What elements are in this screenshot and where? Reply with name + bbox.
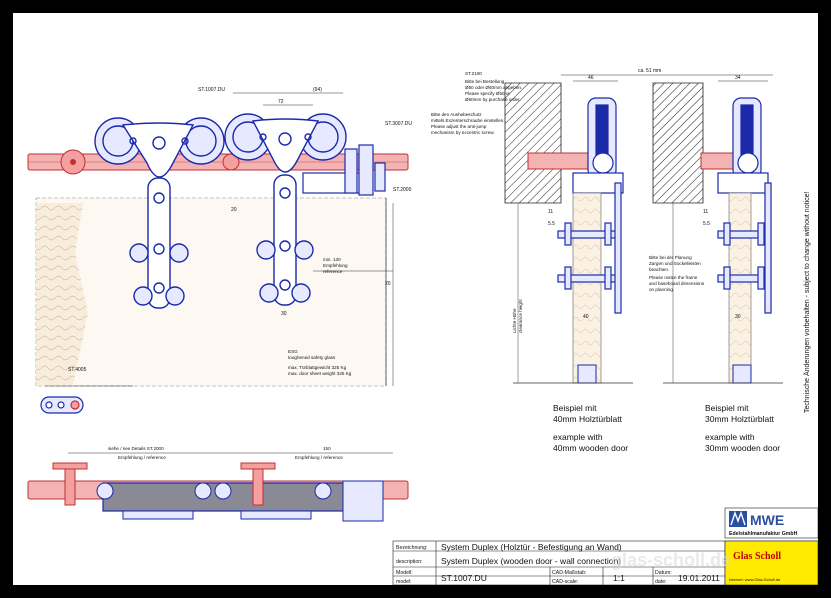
svg-text:150: 150: [323, 446, 331, 451]
min-130: min. 130: [323, 257, 341, 262]
esg-label: ESG: [288, 349, 298, 354]
dim-51: ca. 51 mm: [638, 68, 661, 74]
svg-text:mechanism by eccentric screw.: mechanism by eccentric screw.: [431, 130, 495, 135]
dealer-panel: [724, 540, 818, 585]
svg-text:Zargen und Sockelleisten: Zargen und Sockelleisten: [649, 261, 701, 266]
svg-text:5.5: 5.5: [548, 221, 555, 227]
logo-area: MWE Edelstahlmanufaktur GmbH Glas Scholl…: [724, 507, 818, 585]
note-planning: Bitte bei der Planung: [649, 255, 692, 260]
svg-text:Please specify Ø50 or: Please specify Ø50 or: [465, 91, 510, 96]
technical-drawing: ST.1007.DU (94) 72 ST.3007.DU ST.2000 20…: [27, 68, 818, 585]
cad-value: 1:1: [613, 573, 625, 583]
dim-34: 34: [735, 75, 741, 81]
roller-assembly-2: [224, 113, 347, 306]
cad-label: CAD-Maßstab:: [552, 570, 586, 576]
model-label: model:: [396, 579, 412, 585]
svg-text:20: 20: [385, 281, 391, 287]
mwe-logo-icon: [729, 511, 747, 527]
svg-text:Please adjust the anti-jump: Please adjust the anti-jump: [431, 124, 487, 129]
svg-text:Bitte bei Bestellung: Bitte bei Bestellung: [465, 79, 505, 84]
floor-guide: [40, 396, 84, 414]
label-st1007: ST.1007.DU: [198, 87, 225, 93]
dim-20: 20: [231, 207, 237, 213]
svg-text:mittels Exzenterschraube einst: mittels Exzenterschraube einstellen.: [431, 118, 505, 123]
bez-value: System Duplex (Holztür - Befestigung an …: [441, 542, 622, 552]
front-elevation: ST.1007.DU (94) 72 ST.3007.DU ST.2000 20…: [27, 87, 412, 414]
label-st4005: ST.4005: [68, 367, 87, 373]
svg-text:Empfehlung / reference: Empfehlung / reference: [118, 455, 166, 460]
label-st3007: ST.3007.DU: [385, 121, 412, 127]
mwe-company: Edelstahlmanufaktur GmbH: [729, 531, 798, 537]
svg-text:40mm Holztürblatt: 40mm Holztürblatt: [553, 414, 623, 424]
wall-section-1: [504, 82, 562, 204]
desc-label: description:: [396, 559, 423, 565]
svg-text:Empfehlung / reference: Empfehlung / reference: [295, 455, 343, 460]
svg-text:30mm Holztürblatt: 30mm Holztürblatt: [705, 414, 775, 424]
plan-view: siehe / see Details ST.2000 Empfehlung /…: [27, 446, 409, 522]
door-panel: [35, 197, 387, 387]
dealer-name: Glas Scholl: [733, 551, 781, 562]
clearance-height: Lichte Höhe: [512, 308, 517, 333]
wood-grain: [36, 203, 88, 385]
svg-text:11: 11: [548, 209, 553, 215]
svg-text:on planning.: on planning.: [649, 287, 674, 292]
wood-door-40: [572, 192, 602, 384]
note-anti-jump: Bitte den Aushebeschutz: [431, 112, 482, 117]
mwe-brand: MWE: [750, 512, 784, 528]
datum-label: Datum:: [655, 570, 672, 576]
svg-text:Empfehlung: Empfehlung: [323, 263, 348, 268]
svg-text:CAD-scale:: CAD-scale:: [552, 579, 578, 585]
see-details: siehe / see Details ST.2000: [108, 446, 164, 451]
svg-text:Ø50 oder Ø60mm angeben.: Ø50 oder Ø60mm angeben.: [465, 85, 522, 90]
drawing-sheet: ST.1007.DU (94) 72 ST.3007.DU ST.2000 20…: [13, 13, 818, 585]
wood-door-30: [728, 192, 752, 384]
dim-30: 30: [281, 311, 287, 317]
svg-text:40: 40: [583, 314, 589, 320]
desc-value: System Duplex (wooden door - wall connec…: [441, 556, 621, 566]
svg-text:Please notice the frame: Please notice the frame: [649, 275, 698, 280]
svg-text:beachten.: beachten.: [649, 267, 669, 272]
bez-label: Bezeichnung:: [396, 545, 427, 551]
label-st2000: ST.2000: [393, 187, 412, 193]
svg-text:Ø60mm by purchase order.: Ø60mm by purchase order.: [465, 97, 521, 102]
dim-94: (94): [313, 87, 322, 93]
side-note: Technische Änderungen vorbehalten - subj…: [803, 192, 811, 413]
wall-section-2: [652, 82, 704, 204]
section-views: ca. 51 mm 46 34 ST.2100 Bitte bei Bestel…: [431, 68, 811, 453]
model-value: ST.1007.DU: [441, 573, 487, 583]
svg-text:date:: date:: [655, 579, 667, 585]
dim-72: 72: [278, 99, 284, 105]
svg-text:toughened safety glass: toughened safety glass: [288, 355, 336, 360]
svg-text:example with: example with: [553, 432, 603, 442]
svg-text:40mm wooden door: 40mm wooden door: [553, 443, 628, 453]
dealer-web: Internet: www.Glas-Scholl.de: [729, 577, 781, 582]
weight-en: max. door sheet weight 325 Kg: [288, 371, 352, 376]
roller-assembly-1: [94, 117, 225, 309]
svg-text:30: 30: [735, 314, 741, 320]
end-stop: [302, 144, 386, 196]
svg-text:11: 11: [703, 209, 708, 215]
svg-text:example with: example with: [705, 432, 755, 442]
svg-text:5.5: 5.5: [703, 221, 710, 227]
date-value: 19.01.2011: [678, 573, 720, 583]
svg-text:clearance height: clearance height: [518, 299, 523, 333]
svg-text:reference: reference: [323, 269, 343, 274]
watermark: glas-scholl.de: [611, 550, 731, 570]
example-40-de1: Beispiel mit: [553, 403, 597, 413]
svg-text:and baseboard dimensions: and baseboard dimensions: [649, 281, 705, 286]
svg-text:30mm wooden door: 30mm wooden door: [705, 443, 780, 453]
dim-46: 46: [588, 75, 594, 81]
example-30-de1: Beispiel mit: [705, 403, 749, 413]
modell-label: Modell:: [396, 570, 413, 576]
label-st2100: ST.2100: [465, 71, 482, 76]
weight-de: max. Türblattgewicht 325 Kg: [288, 365, 347, 370]
